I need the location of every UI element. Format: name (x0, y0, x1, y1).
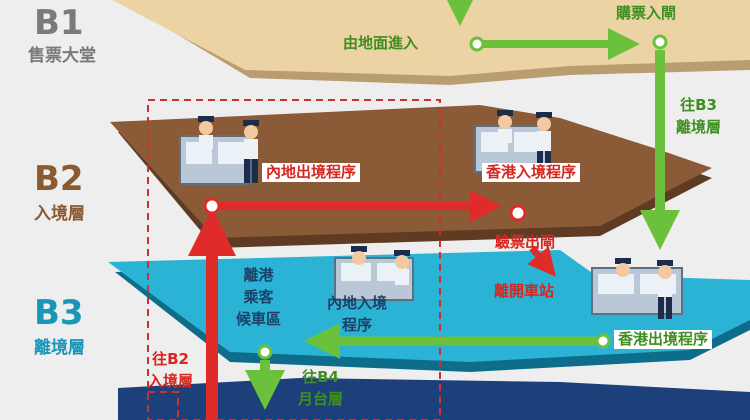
level-b3-name: 離境層 (34, 338, 85, 358)
officer-figure-1 (198, 116, 214, 149)
mainland-exit-booth (179, 135, 251, 185)
hk-exit-dot (595, 333, 611, 349)
ground-entry-dot (469, 36, 485, 52)
to-b4-platform-label: 往B4 月台層 (298, 368, 344, 408)
arrival-route (188, 190, 556, 420)
level-b2-code: B2 (34, 159, 84, 199)
level-b1-code: B1 (34, 3, 84, 43)
officer-figure-3 (497, 110, 513, 143)
officer-figure-4 (536, 112, 552, 171)
b1-floor (112, 0, 750, 85)
to-b3-departure-label: 往B3 離境層 (676, 96, 722, 136)
arrival-start-dot (203, 197, 221, 215)
leave-station-arrow (527, 245, 556, 277)
officer-figure-2 (243, 120, 259, 183)
mainland-entry-label: 內地入境 程序 (327, 294, 388, 334)
ground-entry-label: 由地面進入 (343, 34, 419, 52)
mainland-exit-label: 內地出境程序 (262, 163, 361, 182)
to-b2-arrival-label: 往B2 入境層 (148, 350, 194, 390)
hk-entry-label: 香港入境程序 (482, 163, 581, 182)
restricted-zone-lower (147, 391, 179, 420)
level-b3-code: B3 (34, 293, 84, 333)
ticket-check-label: 驗票出閘 (495, 233, 556, 251)
officer-figure-5 (351, 246, 367, 265)
departure-route (245, 0, 680, 410)
ticket-check-dot (509, 204, 527, 222)
ticket-gate-dot (652, 34, 668, 50)
officer-figure-7 (615, 258, 631, 277)
level-b2-name: 入境層 (34, 204, 85, 224)
hk-exit-label: 香港出境程序 (614, 330, 713, 349)
restricted-zone-outline (147, 99, 441, 420)
officer-figure-8 (657, 260, 673, 319)
officer-figure-6 (394, 250, 410, 285)
level-b1-name: 售票大堂 (28, 46, 96, 66)
ticket-gate-label: 購票入閘 (616, 4, 677, 22)
leave-station-label: 離開車站 (494, 282, 555, 300)
waiting-area-dot (257, 344, 273, 360)
hk-departure-waiting-label: 離港 乘客 候車區 (236, 266, 282, 328)
